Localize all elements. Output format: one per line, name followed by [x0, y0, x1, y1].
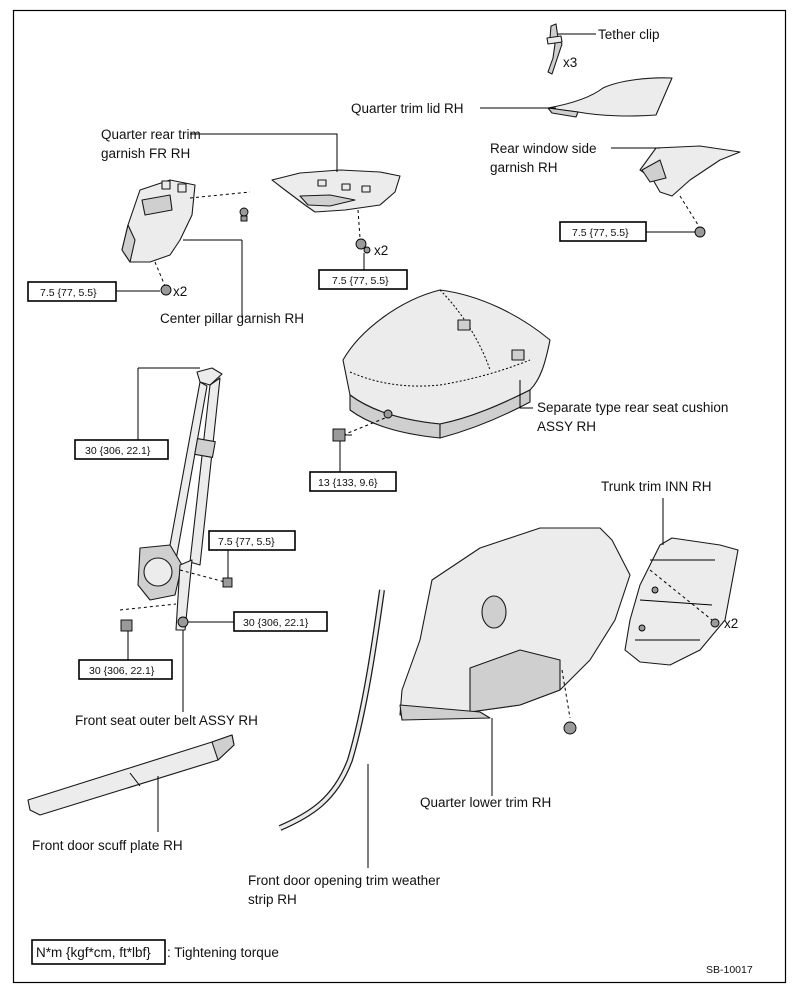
- scuff-plate-part: [27, 734, 235, 832]
- quarter-trim-lid-label: Quarter trim lid RH: [351, 101, 464, 116]
- torque-rear-window: 7.5 {77, 5.5}: [572, 227, 629, 239]
- torque-box-belt-upper: [74, 439, 169, 460]
- seat-cushion-label-line2: ASSY RH: [537, 419, 596, 434]
- bolt-icon: [222, 577, 233, 588]
- center-pillar-label: Center pillar garnish RH: [160, 311, 304, 326]
- tether-clip-qty: x3: [563, 55, 577, 70]
- torque-belt-lower-left: 30 {306, 22.1}: [89, 665, 155, 677]
- tether-clip-part: [546, 23, 596, 75]
- nut-icon: [383, 409, 393, 419]
- bolt-icon: [332, 428, 352, 442]
- legend-units: N*m {kgf*cm, ft*lbf}: [36, 945, 151, 960]
- weather-strip-label-line1: Front door opening trim weather: [248, 873, 441, 888]
- diagram-frame: [12, 9, 787, 984]
- quarter-rear-trim-label-line1: Quarter rear trim: [101, 127, 201, 142]
- torque-seat-cushion: 13 {133, 9.6}: [318, 477, 378, 489]
- quarter-rear-qty: x2: [374, 243, 388, 258]
- seat-cushion-label-line1: Separate type rear seat cushion: [537, 400, 728, 415]
- bolt-icon: [177, 616, 189, 628]
- weather-strip-label-line2: strip RH: [248, 892, 297, 907]
- seat-cushion-part: [342, 289, 551, 439]
- quarter-rear-trim-label-line2: garnish FR RH: [101, 146, 190, 161]
- torque-belt-upper: 30 {306, 22.1}: [85, 445, 151, 457]
- screw-icon: [239, 207, 249, 222]
- center-pillar-qty: x2: [173, 284, 187, 299]
- legend-box: [31, 939, 166, 965]
- screw-icon: [160, 284, 172, 296]
- torque-box-seat-cushion: [309, 471, 397, 492]
- bolt-icon: [120, 619, 133, 632]
- torque-center-pillar: 7.5 {77, 5.5}: [40, 287, 97, 299]
- center-pillar-garnish-part: [121, 179, 251, 318]
- torque-quarter-rear: 7.5 {77, 5.5}: [332, 275, 389, 287]
- figure-code: SB-10017: [706, 964, 753, 976]
- weather-strip-part: [278, 589, 385, 868]
- torque-box-center-pillar: [27, 281, 117, 302]
- rear-window-label-line2: garnish RH: [490, 160, 558, 175]
- torque-box-belt-lower-left: [78, 659, 173, 680]
- legend-description: : Tightening torque: [167, 945, 279, 960]
- scuff-plate-label: Front door scuff plate RH: [32, 838, 183, 853]
- torque-belt-middle: 7.5 {77, 5.5}: [218, 536, 275, 548]
- trunk-trim-inn-part: [624, 498, 739, 666]
- torque-box-belt-lower-right: [233, 611, 328, 632]
- torque-box-belt-middle: [208, 530, 296, 551]
- trunk-trim-qty: x2: [724, 616, 738, 631]
- quarter-lower-trim-part: [399, 527, 631, 796]
- torque-box-quarter-rear: [318, 269, 408, 290]
- tether-clip-label: Tether clip: [598, 27, 660, 42]
- screw-icon: [694, 226, 706, 238]
- trunk-trim-label: Trunk trim INN RH: [601, 479, 712, 494]
- quarter-lower-trim-label: Quarter lower trim RH: [420, 795, 551, 810]
- seat-belt-part: [119, 367, 226, 712]
- quarter-trim-lid-part: [480, 77, 673, 118]
- screw-icon: [563, 721, 577, 735]
- torque-belt-lower-right: 30 {306, 22.1}: [243, 617, 309, 629]
- quarter-rear-trim-garnish-part: [190, 133, 401, 239]
- rear-window-label-line1: Rear window side: [490, 141, 597, 156]
- rear-window-side-garnish-part: [611, 145, 741, 229]
- screw-icon: [355, 238, 371, 254]
- screw-icon: [710, 618, 720, 628]
- belt-assy-label: Front seat outer belt ASSY RH: [75, 713, 258, 728]
- torque-box-rear-window: [559, 221, 647, 242]
